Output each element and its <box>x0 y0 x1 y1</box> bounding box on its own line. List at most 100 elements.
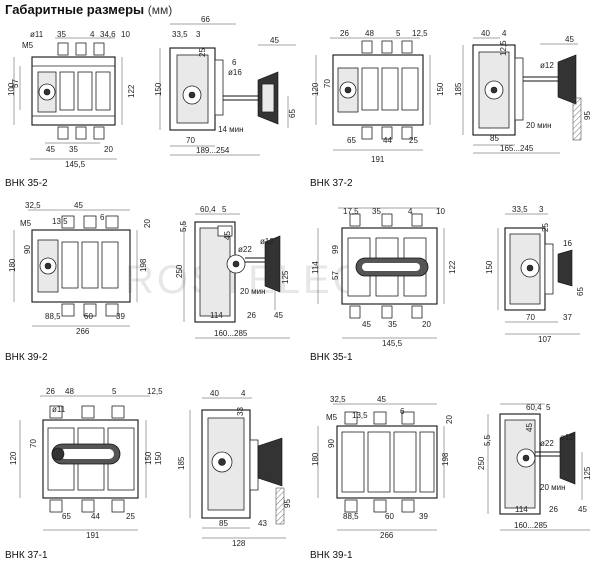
dim-label: 3 <box>196 30 201 39</box>
model-label-vnk-39-2: ВНК 39-2 <box>5 352 48 363</box>
dim-label: 39 <box>419 512 428 521</box>
dim-label: 6 <box>400 407 405 416</box>
dim-label: 128 <box>232 539 246 548</box>
dim-label: 33,5 <box>172 30 188 39</box>
dim-label: ø12 <box>540 61 554 70</box>
dim-label: 6 <box>100 213 105 222</box>
dim-label: 10 <box>121 30 130 39</box>
dim-label: 33 <box>236 407 245 416</box>
dim-label: 125 <box>281 270 290 284</box>
dim-label: 16 <box>563 239 572 248</box>
dim-label: 114 <box>515 505 528 514</box>
dim-label: 35 <box>388 320 397 329</box>
dim-label: 150 <box>485 260 494 274</box>
dim-label: ø16 <box>228 68 242 77</box>
dims-vnk-35-2-front: M5 ø11 35 4 34,6 10 57 100 122 45 35 20 … <box>7 30 136 169</box>
dim-label: 70 <box>323 79 332 88</box>
dim-label: 60 <box>84 312 93 321</box>
dim-label: 20 мин <box>240 287 266 296</box>
dim-label: 5,5 <box>483 434 492 446</box>
dim-label: ø22 <box>540 439 554 448</box>
dim-label: ø12 <box>260 237 274 246</box>
model-label-vnk-37-2: ВНК 37-2 <box>310 178 353 189</box>
dim-label: 26 <box>46 387 55 396</box>
dim-label: 45 <box>270 36 279 45</box>
dim-label: 4 <box>408 207 413 216</box>
dim-label: 45 <box>46 145 55 154</box>
dim-label: 100 <box>7 82 16 96</box>
dim-label: 95 <box>283 499 292 508</box>
dim-label: 189...254 <box>196 146 230 155</box>
dims-vnk-39-2-front: 32,5 45 M5 13,5 6 20 90 180 198 88,5 60 … <box>8 201 152 336</box>
dim-label: 70 <box>186 136 195 145</box>
dim-label: 5 <box>222 205 227 214</box>
dim-label: 60 <box>385 512 394 521</box>
dims-vnk-37-2-side: 40 4 12,5 45 ø12 185 95 20 мин 85 165...… <box>454 29 592 153</box>
dim-label: 95 <box>583 111 592 120</box>
dim-label: 3 <box>539 205 544 214</box>
dim-label: 90 <box>327 439 336 448</box>
dim-label: 191 <box>86 531 100 540</box>
dim-label: 45 <box>565 35 574 44</box>
dim-label: 4 <box>502 29 507 38</box>
dim-label: M5 <box>20 219 32 228</box>
dim-label: 45 <box>578 505 587 514</box>
dim-label: 45 <box>223 231 232 240</box>
dim-label: 25 <box>198 48 207 57</box>
drawing-vnk-35-2-front <box>13 37 123 160</box>
page-title: Габаритные размеры (мм) <box>5 2 172 17</box>
dim-label: 185 <box>454 82 463 96</box>
dim-label: 120 <box>311 82 320 96</box>
dim-label: 5 <box>396 29 401 38</box>
dim-label: 45 <box>274 311 283 320</box>
dim-label: 122 <box>127 84 136 98</box>
dim-label: 57 <box>331 271 340 280</box>
drawing-vnk-37-2-front <box>315 37 431 151</box>
dim-label: 5 <box>546 403 551 412</box>
drawing-vnk-35-1-side <box>497 213 580 335</box>
dim-label: 25 <box>541 223 550 232</box>
dim-label: 44 <box>91 512 100 521</box>
dim-label: 39 <box>116 312 125 321</box>
model-label-vnk-37-1: ВНК 37-1 <box>5 550 48 561</box>
dim-label: 26 <box>247 311 256 320</box>
dim-label: 26 <box>549 505 558 514</box>
dim-label: 65 <box>62 512 71 521</box>
dim-label: 160...285 <box>514 521 548 530</box>
dims-vnk-37-1-front: 26 48 5 12,5 ø11 70 120 150 150 65 44 25… <box>9 387 163 540</box>
dim-label: 37 <box>563 313 572 322</box>
dim-label: 150 <box>436 82 445 96</box>
dim-label: 65 <box>288 109 297 118</box>
unit-label: (мм) <box>147 3 173 17</box>
dim-label: 180 <box>8 258 17 272</box>
drawing-vnk-39-2-side <box>183 213 290 339</box>
dim-label: 70 <box>526 313 535 322</box>
drawing-vnk-37-1-side <box>189 397 286 539</box>
dim-label: 191 <box>371 155 385 164</box>
dim-label: 125 <box>583 466 592 480</box>
dim-label: 198 <box>441 452 450 466</box>
dim-label: 26 <box>340 29 349 38</box>
dim-label: 165...245 <box>500 144 534 153</box>
dim-label: 12,5 <box>147 387 163 396</box>
dim-label: 65 <box>347 136 356 145</box>
dim-label: 198 <box>139 258 148 272</box>
dim-label: 85 <box>219 519 228 528</box>
model-label-vnk-35-1: ВНК 35-1 <box>310 352 353 363</box>
dim-label: 13,5 <box>352 411 368 420</box>
dim-label: 4 <box>90 30 95 39</box>
dim-label: M5 <box>326 413 338 422</box>
dim-label: 120 <box>9 451 18 465</box>
dims-vnk-37-2-front: 26 48 5 12,5 70 120 150 65 44 25 191 <box>311 29 445 164</box>
dim-label: 20 <box>143 219 152 228</box>
title-text: Габаритные размеры <box>5 2 145 17</box>
dim-label: 4 <box>241 389 246 398</box>
dim-label: 45 <box>377 395 386 404</box>
dim-label: 90 <box>23 245 32 254</box>
dim-label: 107 <box>538 335 552 344</box>
dim-label: 35 <box>372 207 381 216</box>
dim-label: 88,5 <box>45 312 61 321</box>
dim-label: 25 <box>126 512 135 521</box>
dims-vnk-35-1-side: 33,5 3 25 16 150 65 70 37 107 <box>485 205 585 344</box>
